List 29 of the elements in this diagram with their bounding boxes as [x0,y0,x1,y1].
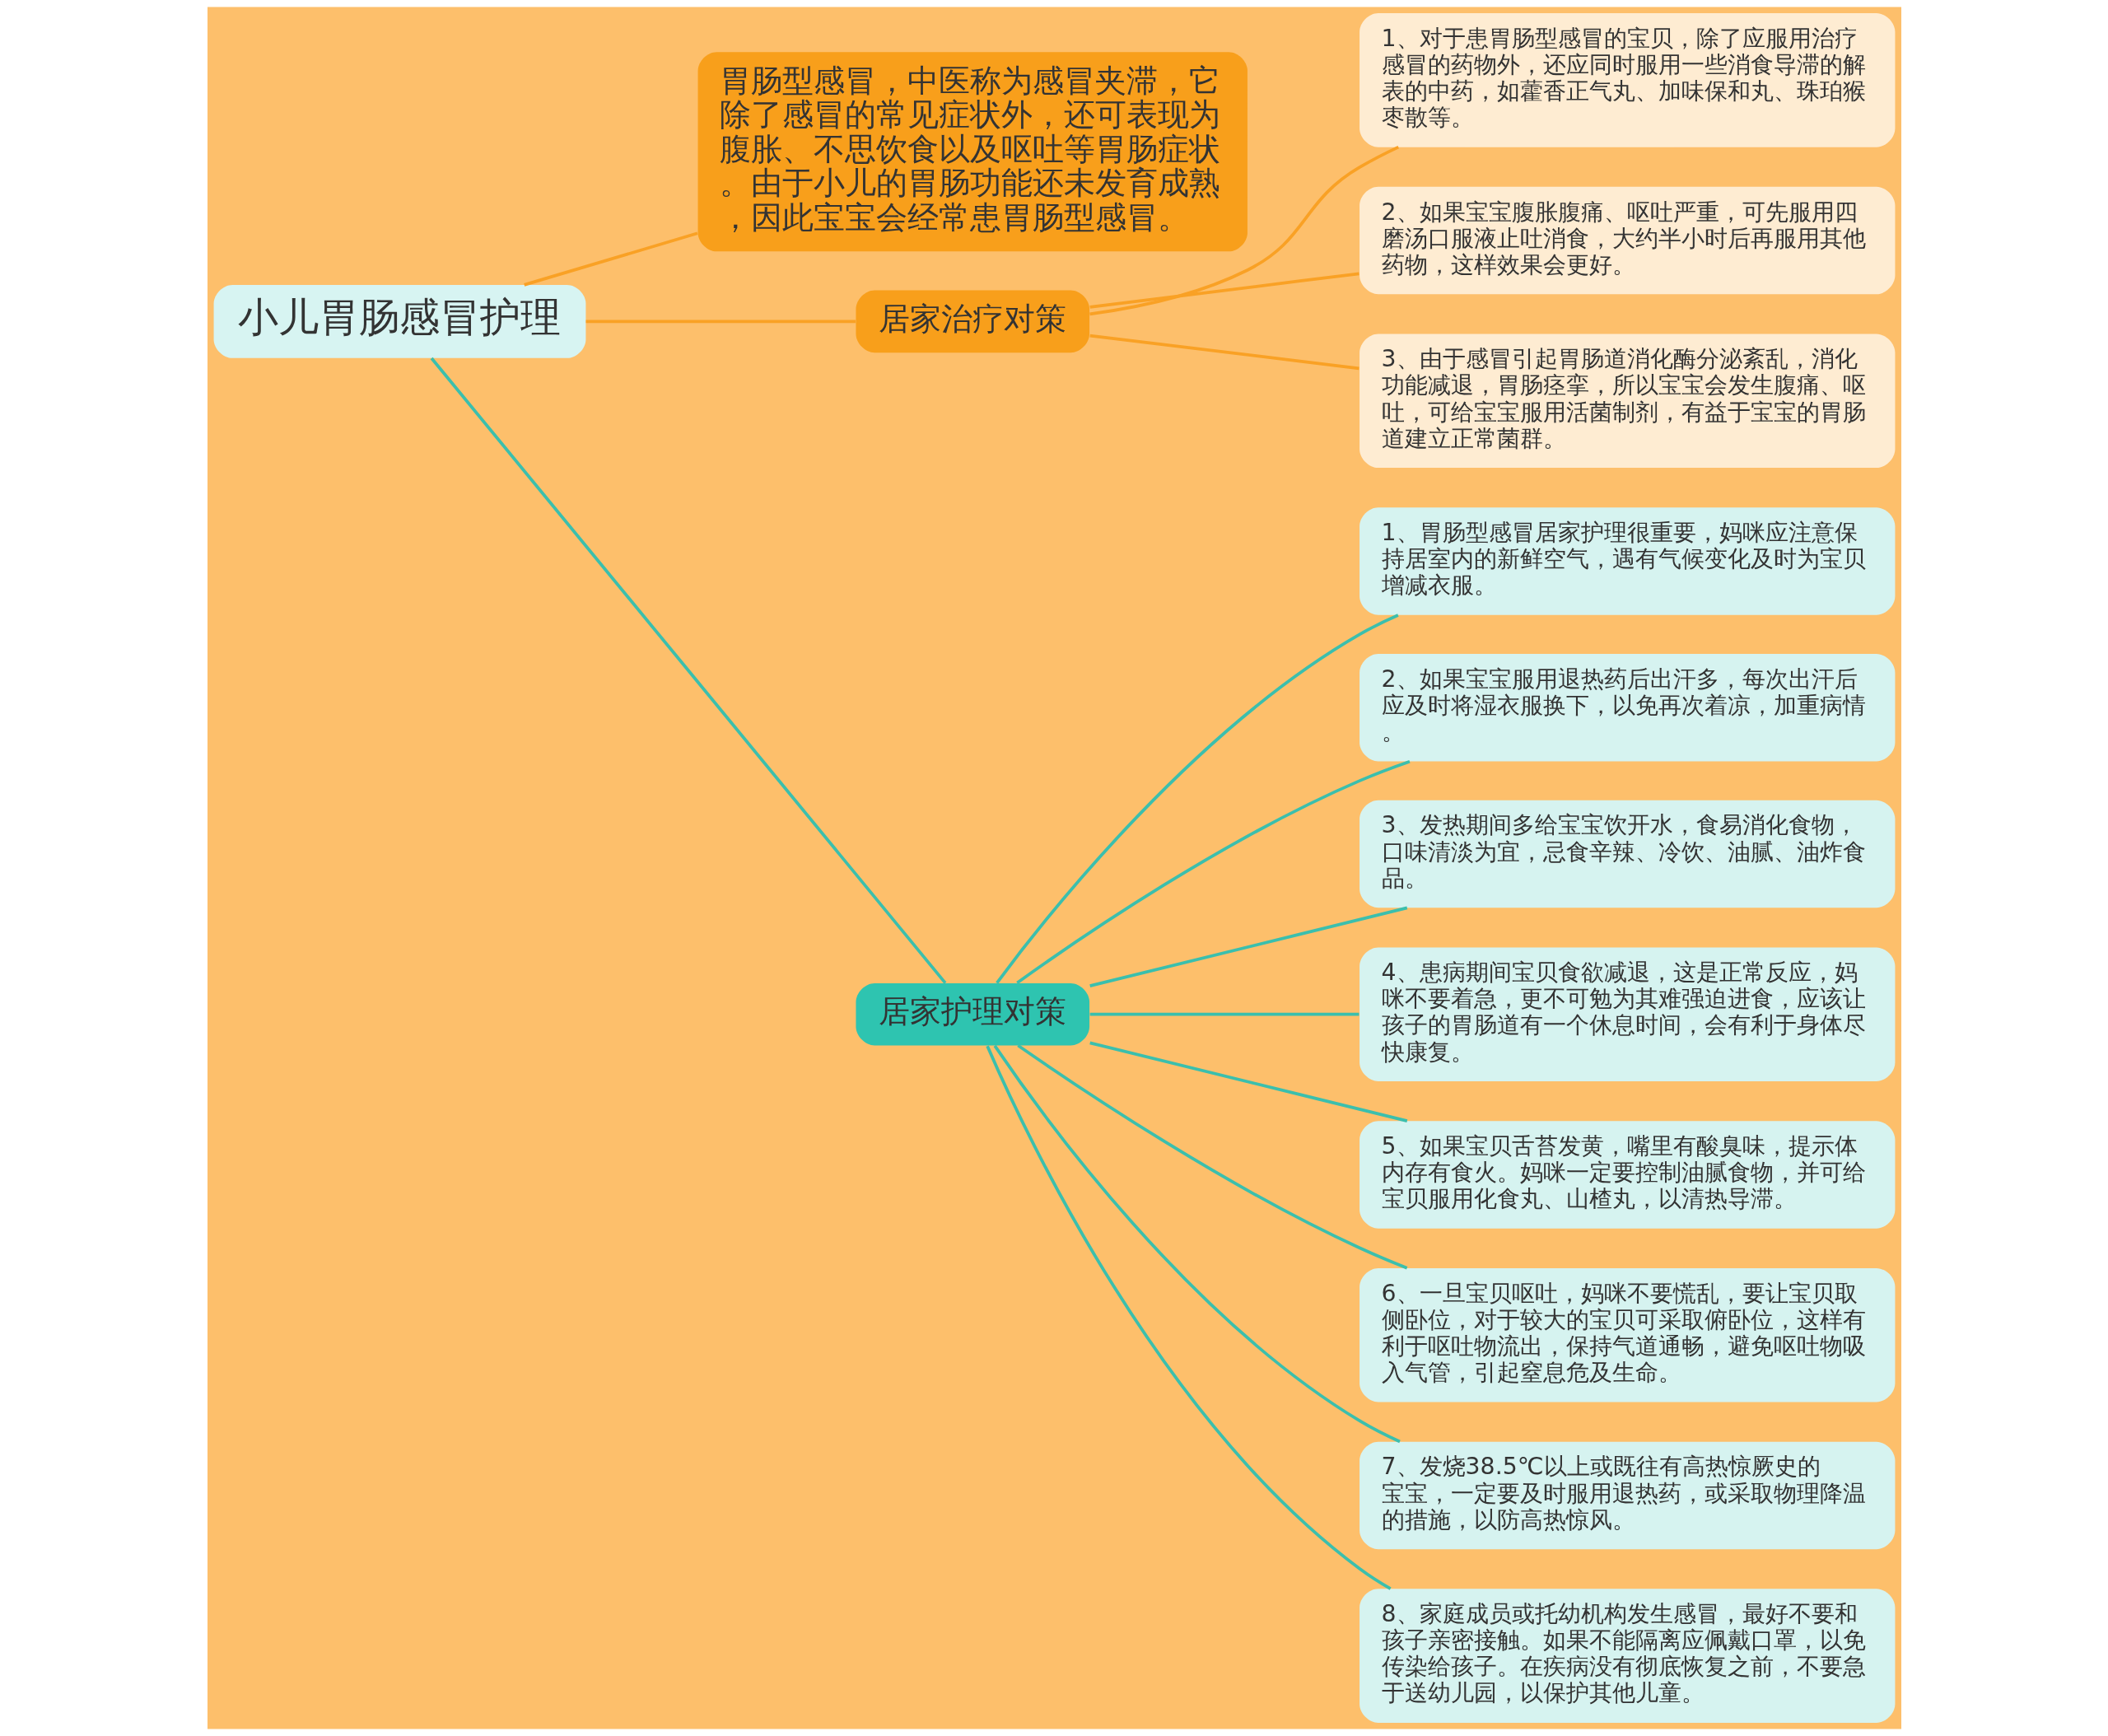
node-box: 1、对于患胃肠型感冒的宝贝，除了应服用治疗感冒的药物外，还应同时服用一些消食导滞的解表的中药，如藿香正气丸、加味保和丸、珠珀猴枣散等。 [1359,13,1895,147]
node-box: 胃肠型感冒，中医称为感冒夹滞，它除了感冒的常见症状外，还可表现为腹胀、不思饮食以及呕吐等胃肠症状。由于小儿的胃肠功能还未发育成熟，因此宝宝会经常患胃肠型感冒。 [697,52,1248,252]
node-box: 2、如果宝宝腹胀腹痛、呕吐严重，可先服用四磨汤口服液止吐消食，大约半小时后再服用其他药物，这样效果会更好。 [1359,186,1895,295]
connector [430,357,946,984]
node-box: 居家护理对策 [855,982,1089,1046]
connector [1089,272,1359,309]
connector [1015,759,1411,984]
connector [1089,145,1399,316]
node-box: 4、患病期间宝贝食欲减退，这是正常反应，妈咪不要着急，更不可勉为其难强迫进食，应该让孩子的胃肠道有一个休息时间，会有利于身体尽快康复。 [1359,947,1895,1081]
node-box: 居家治疗对策 [855,290,1089,353]
connector [1089,334,1359,371]
connector [993,1044,1401,1444]
connector [1089,1012,1359,1016]
node-box: 7、发烧38.5℃以上或既往有高热惊厥史的宝宝，一定要及时服用退热药，或采取物理降温的措施，以防高热惊风。 [1359,1441,1895,1550]
node-box: 8、家庭成员或托幼机构发生感冒，最好不要和孩子亲密接触。如果不能隔离应佩戴口罩，以免传染给孩子。在疾病没有彻底恢复之前，不要急于送幼儿园，以保护其他儿童。 [1359,1589,1895,1723]
connector [995,614,1399,984]
node-box: 1、胃肠型感冒居家护理很重要，妈咪应注意保持居室内的新鲜空气，遇有气候变化及时为宝贝增减衣服。 [1359,507,1895,615]
connector [585,320,856,324]
connector [523,231,698,287]
connector [985,1045,1392,1590]
node-box: 6、一旦宝贝呕吐，妈咪不要慌乱，要让宝贝取侧卧位，对于较大的宝贝可采取俯卧位，这样有利于呕吐物流出，保持气道通畅，避免呕吐物吸入气管，引起窒息危及生命。 [1359,1267,1895,1402]
connector [1089,1041,1407,1122]
node-box: 小儿胃肠感冒护理 [213,284,585,358]
connector [1089,906,1407,987]
connector [1016,1044,1407,1270]
node-box: 3、由于感冒引起胃肠道消化酶分泌紊乱，消化功能减退，胃肠痉挛，所以宝宝会发生腹痛、呕吐，可给宝宝服用活菌制剂，有益于宝宝的胃肠道建立正常菌群。 [1359,334,1895,469]
node-box: 5、如果宝贝舌苔发黄，嘴里有酸臭味，提示体内存有食火。妈咪一定要控制油腻食物，并可给宝贝服用化食丸、山楂丸，以清热导滞。 [1359,1121,1895,1229]
node-box: 3、发热期间多给宝宝饮开水，食易消化食物，口味清淡为宜，忌食辛辣、冷饮、油腻、油炸食品。 [1359,800,1895,908]
node-box: 2、如果宝宝服用退热药后出汗多，每次出汗后应及时将湿衣服换下，以免再次着凉，加重病情。 [1359,654,1895,762]
